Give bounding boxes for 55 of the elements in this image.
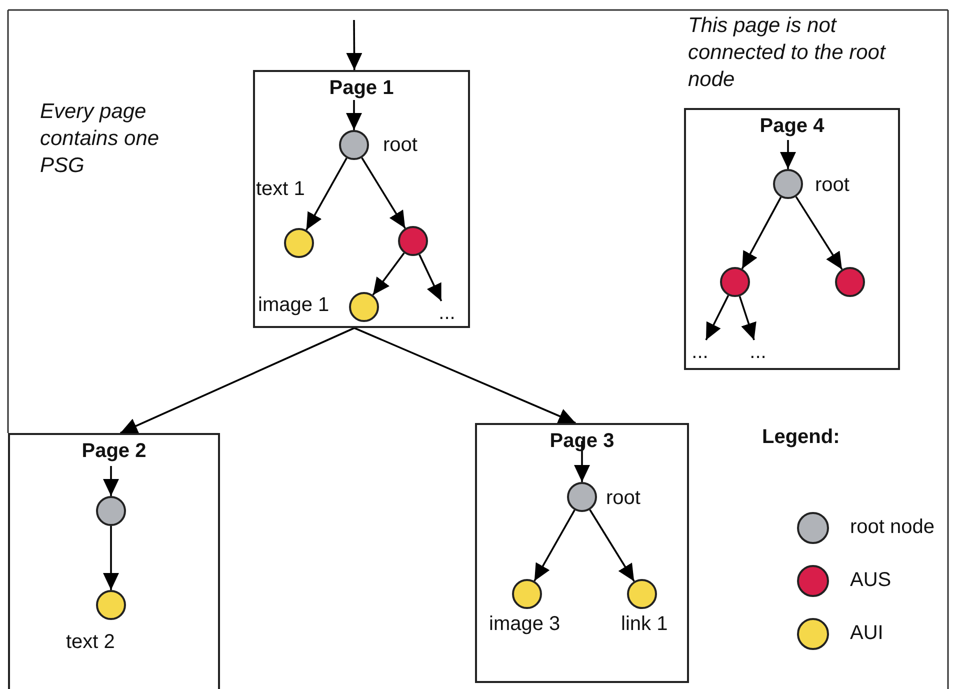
tree-node-circle [96, 590, 126, 620]
node-label: root [606, 486, 640, 510]
arrow [103, 526, 119, 590]
tree-node-circle [512, 579, 542, 609]
tree-node-circle [567, 482, 597, 512]
node-label: text 1 [256, 177, 305, 201]
legend-label: AUI [850, 621, 884, 645]
tree-node-circle [627, 579, 657, 609]
arrow [361, 157, 406, 229]
arrow [738, 296, 756, 340]
page-box [475, 423, 689, 683]
node-label: root [383, 133, 418, 157]
page-box [684, 108, 900, 370]
page-title: Page 2 [82, 439, 146, 463]
arrow [346, 100, 362, 130]
ellipsis-text: ... [750, 340, 766, 364]
tree-node-circle [720, 267, 750, 297]
tree-node-circle [398, 226, 428, 256]
arrow [795, 196, 843, 270]
arrow [589, 509, 635, 582]
annotation-note: This page is not connected to the root node [688, 13, 887, 93]
arrow [418, 254, 442, 302]
legend-heading: Legend: [762, 425, 840, 449]
tree-node-circle [349, 292, 379, 322]
arrow [534, 510, 576, 582]
arrow [741, 196, 782, 270]
tree-node-circle [339, 130, 369, 160]
tree-node-circle [284, 228, 314, 258]
arrow [354, 327, 576, 424]
tree-node-circle [773, 169, 803, 199]
tree-node-circle [835, 267, 865, 297]
ellipsis-text: ... [692, 340, 708, 364]
tree-node-circle [96, 496, 126, 526]
arrow [372, 252, 405, 296]
arrow [346, 20, 362, 70]
arrow [574, 441, 590, 482]
node-label: image 3 [489, 612, 560, 636]
arrow [705, 295, 730, 340]
node-label: root [815, 173, 850, 197]
node-label: image 1 [258, 293, 330, 317]
page-title: Page 4 [760, 114, 824, 138]
ellipsis-text: ... [438, 301, 456, 325]
arrow [120, 327, 355, 434]
arrow [780, 140, 796, 169]
legend-label: root node [850, 515, 935, 539]
page-box [253, 70, 470, 328]
arrow [306, 158, 348, 230]
arrow [103, 466, 119, 496]
legend-label: AUS [850, 568, 892, 592]
node-label: text 2 [66, 630, 115, 654]
node-label: link 1 [621, 612, 668, 636]
annotation-note: Every page contains one PSG [40, 99, 160, 179]
page-title: Page 3 [550, 429, 614, 453]
page-box [8, 433, 220, 689]
page-title: Page 1 [329, 76, 394, 100]
